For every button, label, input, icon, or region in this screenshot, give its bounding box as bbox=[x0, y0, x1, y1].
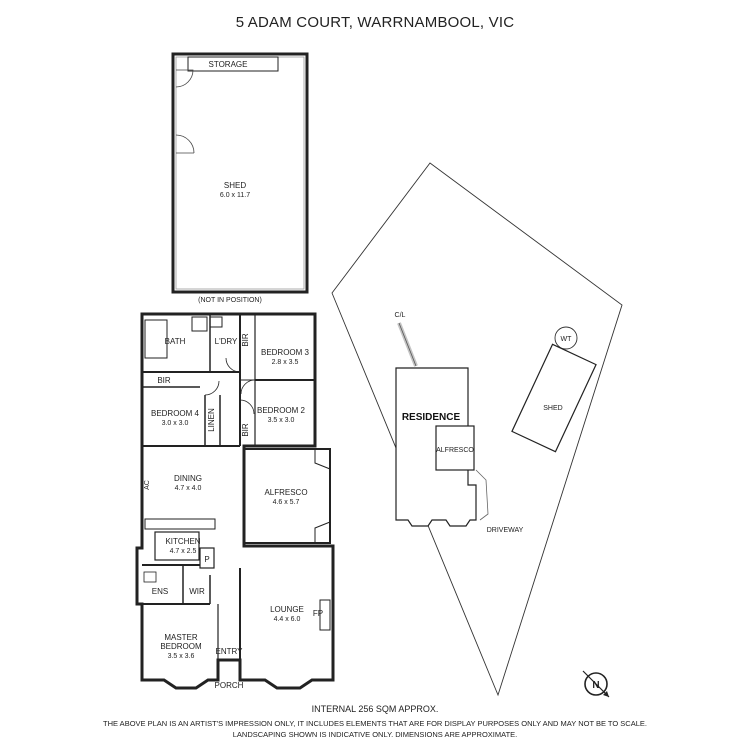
room-master-dims: 3.5 x 3.6 bbox=[168, 653, 195, 660]
shed-dims: 6.0 x 11.7 bbox=[220, 192, 250, 199]
site-alfresco-label: ALFRESCO bbox=[436, 447, 474, 454]
room-dining-dims: 4.7 x 4.0 bbox=[175, 485, 202, 492]
room-bedroom2: BEDROOM 2 bbox=[257, 406, 306, 415]
room-master-1: MASTER bbox=[164, 633, 198, 642]
room-master-2: BEDROOM bbox=[160, 642, 202, 651]
room-kitchen-dims: 4.7 x 2.5 bbox=[170, 548, 197, 555]
room-bath: BATH bbox=[165, 337, 186, 346]
north-label: N bbox=[592, 680, 599, 691]
shed-label: SHED bbox=[224, 181, 246, 190]
house-labels: BATH L'DRY BIR BEDROOM 3 2.8 x 3.5 BIR B… bbox=[144, 333, 323, 690]
room-lounge-dims: 4.4 x 6.0 bbox=[274, 616, 301, 623]
footer-area: INTERNAL 256 SQM APPROX. bbox=[312, 704, 439, 714]
site-driveway-label: DRIVEWAY bbox=[487, 527, 524, 534]
footer-disclaimer-1: THE ABOVE PLAN IS AN ARTIST'S IMPRESSION… bbox=[103, 719, 647, 728]
room-linen: LINEN bbox=[207, 408, 216, 432]
room-bir-3: BIR bbox=[241, 423, 250, 437]
footer-disclaimer-2: LANDSCAPING SHOWN IS INDICATIVE ONLY. DI… bbox=[233, 730, 518, 739]
room-kitchen: KITCHEN bbox=[165, 537, 200, 546]
room-bir-1: BIR bbox=[241, 333, 250, 347]
room-wir: WIR bbox=[189, 587, 205, 596]
ac-label: AC bbox=[144, 480, 151, 490]
site-plan: C/L WT RESIDENCE ALFRESCO SHED DRIVEWAY bbox=[331, 162, 623, 697]
room-porch: PORCH bbox=[215, 681, 244, 690]
north-arrow-icon: N bbox=[582, 670, 610, 698]
room-lounge: LOUNGE bbox=[270, 605, 304, 614]
room-bir-2: BIR bbox=[157, 376, 171, 385]
room-ldry: L'DRY bbox=[215, 337, 238, 346]
shed-note: (NOT IN POSITION) bbox=[198, 297, 262, 304]
site-residence-label: RESIDENCE bbox=[402, 412, 461, 423]
room-bedroom2-dims: 3.5 x 3.0 bbox=[268, 417, 295, 424]
room-bedroom4-dims: 3.0 x 3.0 bbox=[162, 420, 189, 427]
site-cl-label: C/L bbox=[395, 312, 406, 319]
room-alfresco-dims: 4.6 x 5.7 bbox=[273, 499, 300, 506]
room-pantry: P bbox=[204, 555, 209, 564]
room-alfresco: ALFRESCO bbox=[264, 488, 307, 497]
shed-plan: STORAGE SHED 6.0 x 11.7 (NOT IN POSITION… bbox=[171, 52, 309, 304]
room-bedroom3-dims: 2.8 x 3.5 bbox=[272, 359, 299, 366]
site-shed-label: SHED bbox=[543, 405, 562, 412]
room-dining: DINING bbox=[174, 474, 202, 483]
shed-storage-label: STORAGE bbox=[209, 60, 248, 69]
room-bedroom3: BEDROOM 3 bbox=[261, 348, 310, 357]
page-title: 5 ADAM COURT, WARRNAMBOOL, VIC bbox=[235, 14, 515, 31]
site-wt-label: WT bbox=[561, 336, 573, 343]
room-bedroom4: BEDROOM 4 bbox=[151, 409, 200, 418]
room-ens: ENS bbox=[152, 587, 168, 596]
house-plan bbox=[135, 312, 335, 690]
room-fp: FP bbox=[313, 609, 323, 618]
footer: INTERNAL 256 SQM APPROX. THE ABOVE PLAN … bbox=[103, 704, 647, 739]
room-entry: ENTRY bbox=[216, 647, 244, 656]
